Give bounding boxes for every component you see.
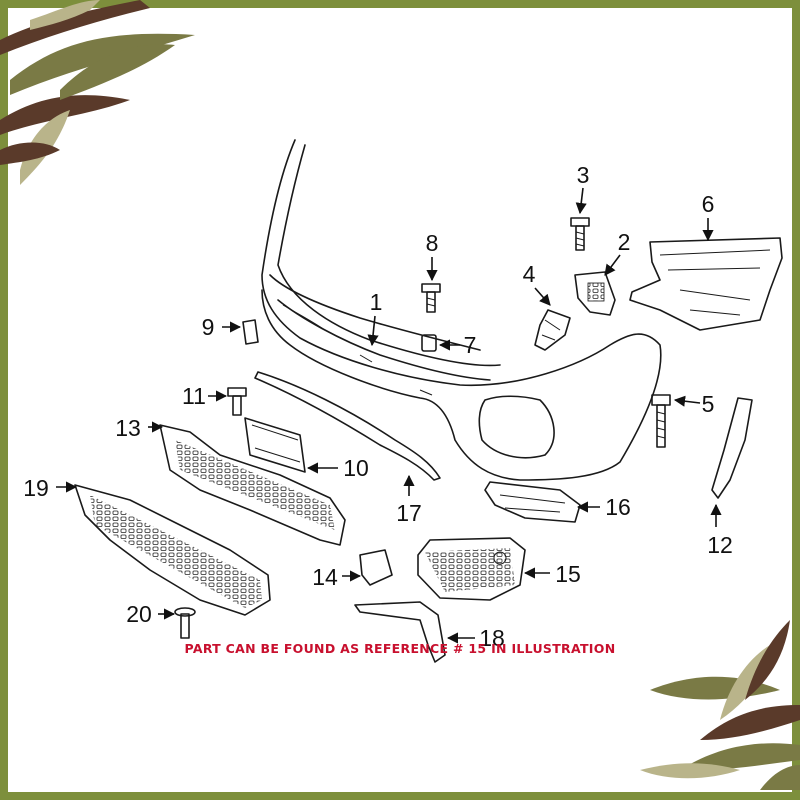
callout-9: 9 <box>202 314 215 340</box>
bracket-2 <box>574 271 616 316</box>
callout-15: 15 <box>555 561 581 587</box>
air-duct-16 <box>484 481 581 523</box>
callout-13: 13 <box>115 415 141 441</box>
callout-labels: 1 2 3 4 5 6 7 8 9 10 11 12 13 14 15 16 1… <box>23 162 733 651</box>
leaf-branch-icon <box>640 620 800 790</box>
callout-19: 19 <box>23 475 49 501</box>
fog-lamp-grille-15 <box>417 537 526 601</box>
callout-4: 4 <box>523 261 536 287</box>
clip-7 <box>421 334 437 352</box>
callout-12: 12 <box>707 532 733 558</box>
callout-6: 6 <box>702 191 715 217</box>
callout-11: 11 <box>182 383 206 409</box>
cover-14 <box>359 549 393 586</box>
callout-2: 2 <box>618 229 631 255</box>
callout-5: 5 <box>702 391 715 417</box>
fastener-20 <box>174 607 196 639</box>
cap-9 <box>242 319 259 345</box>
bolt-8 <box>421 283 441 313</box>
callout-17: 17 <box>396 500 422 526</box>
screw-11 <box>227 387 247 416</box>
leaf-branch-icon <box>0 0 195 185</box>
bracket-4 <box>534 309 571 351</box>
callout-10: 10 <box>343 455 369 481</box>
callout-7: 7 <box>464 332 477 358</box>
callout-1: 1 <box>370 289 383 315</box>
license-plate-bracket-10 <box>244 417 306 473</box>
leader-arrows <box>56 187 722 644</box>
trim-strip-17 <box>254 371 441 481</box>
bumper-cover <box>261 139 662 481</box>
lower-grille-13 <box>159 424 346 546</box>
bolt-3 <box>570 217 590 251</box>
bracket-6 <box>629 237 783 331</box>
callout-18: 18 <box>479 625 505 651</box>
main-grille-19 <box>74 484 271 616</box>
reference-note: PART CAN BE FOUND AS REFERENCE # 15 IN I… <box>185 641 616 656</box>
callout-20: 20 <box>126 601 152 627</box>
bolt-5 <box>651 394 671 448</box>
reflector-12 <box>711 397 753 499</box>
callout-14: 14 <box>312 564 338 590</box>
side-trim-18 <box>354 601 446 663</box>
callout-3: 3 <box>577 162 590 188</box>
callout-8: 8 <box>426 230 439 256</box>
callout-16: 16 <box>605 494 631 520</box>
